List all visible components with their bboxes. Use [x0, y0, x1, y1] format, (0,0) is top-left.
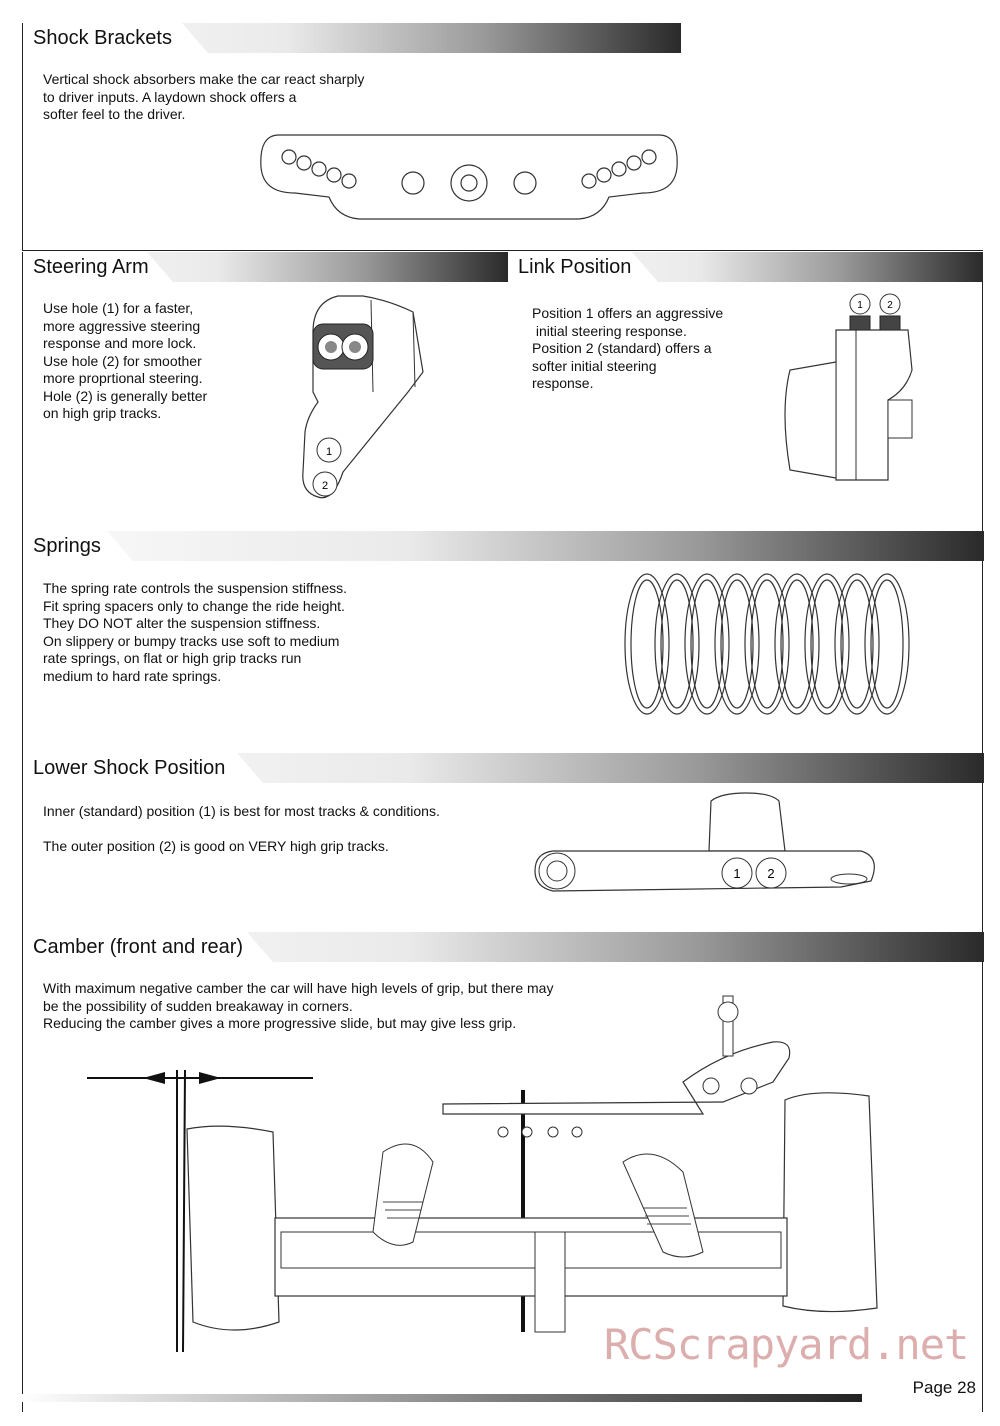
shock-brackets-text: Vertical shock absorbers make the car re…	[43, 71, 364, 124]
springs-header: Springs	[23, 531, 984, 561]
text-line: more aggressive steering	[43, 317, 201, 334]
shock-pos-1-label: 1	[733, 866, 740, 881]
shock-brackets-header: Shock Brackets	[23, 23, 681, 53]
steering-arm-text: Use hole (1) for a faster, more aggressi…	[43, 300, 207, 423]
text-line: be the possibility of sudden breakaway i…	[43, 997, 353, 1014]
text-line: more proprtional steering.	[43, 370, 203, 386]
page-number: Page 28	[912, 1378, 976, 1397]
text-line: Fit spring spacers only to change the ri…	[43, 597, 345, 614]
link-position-title: Link Position	[518, 256, 632, 278]
lower-shock-header: Lower Shock Position	[23, 753, 984, 783]
camber-chassis-diagram	[87, 995, 878, 1353]
lower-shock-text: Inner (standard) position (1) is best fo…	[43, 803, 440, 856]
shock-pos-2-label: 2	[767, 866, 774, 881]
text-line: They DO NOT alter the suspension stiffne…	[43, 615, 321, 631]
text-line: to driver inputs. A laydown shock offers…	[43, 88, 297, 105]
text-line: Position 2 (standard) offers a	[532, 340, 712, 356]
steering-arm-header: Steering Arm	[23, 252, 508, 282]
springs-section: Springs The spring rate controls the sus…	[22, 531, 984, 754]
link-position-text: Position 1 offers an aggressive initial …	[532, 305, 723, 393]
shock-brackets-section: Shock Brackets Vertical shock absorbers …	[22, 23, 983, 251]
pos-1-label: 1	[857, 300, 863, 311]
steering-arm-diagram: 1 2	[302, 295, 424, 499]
text-line: Inner (standard) position (1) is best fo…	[43, 803, 440, 819]
text-line: softer initial steering	[532, 357, 657, 374]
header-tab	[23, 753, 263, 783]
text-line: response and more lock.	[43, 335, 197, 351]
camber-title: Camber (front and rear)	[33, 936, 244, 958]
text-line: on high grip tracks.	[43, 405, 162, 421]
text-line: medium to hard rate springs.	[43, 667, 222, 684]
text-line: Use hole (2) for smoother	[43, 352, 202, 369]
shock-brackets-title: Shock Brackets	[33, 27, 172, 49]
link-position-section: Link Position Position 1 offers an aggre…	[508, 252, 983, 532]
camber-section: Camber (front and rear) With maximum neg…	[22, 932, 984, 1412]
text-line: softer feel to the driver.	[43, 106, 186, 122]
header-tab	[23, 932, 273, 962]
shock-bracket-diagram	[260, 134, 678, 220]
link-position-header: Link Position	[508, 252, 983, 282]
lower-shock-diagram: 1 2	[534, 792, 875, 892]
text-line: Reducing the camber gives a more progres…	[43, 1015, 517, 1031]
springs-title: Springs	[33, 535, 101, 557]
text-line: Use hole (1) for a faster,	[43, 300, 194, 316]
header-band	[23, 531, 984, 561]
springs-text: The spring rate controls the suspension …	[43, 580, 347, 685]
header-tab	[23, 252, 173, 282]
text-line: The spring rate controls the suspension …	[43, 580, 348, 596]
text-line: Hole (2) is generally better	[43, 387, 208, 404]
text-line: Vertical shock absorbers make the car re…	[43, 71, 365, 87]
text-line: rate springs, on flat or high grip track…	[43, 650, 302, 666]
pos-2-label: 2	[887, 300, 893, 311]
link-position-diagram: 1 2	[784, 293, 913, 481]
hole-1-label: 1	[326, 446, 332, 458]
spring-diagram	[624, 573, 910, 715]
text-line: Position 1 offers an aggressive	[532, 305, 724, 321]
watermark: RCScrapyard.net	[604, 1320, 969, 1369]
hole-2-label: 2	[322, 480, 328, 492]
lower-shock-section: Lower Shock Position Inner (standard) po…	[22, 753, 984, 933]
lower-shock-title: Lower Shock Position	[33, 757, 226, 779]
text-line: initial steering response.	[532, 322, 687, 339]
text-line	[43, 821, 440, 839]
camber-header: Camber (front and rear)	[23, 932, 984, 962]
steering-arm-title: Steering Arm	[33, 256, 149, 278]
header-tab	[508, 252, 658, 282]
camber-text: With maximum negative camber the car wil…	[43, 980, 553, 1033]
text-line: response.	[532, 375, 594, 391]
text-line: The outer position (2) is good on VERY h…	[43, 838, 389, 854]
text-line: With maximum negative camber the car wil…	[43, 980, 554, 996]
text-line: On slippery or bumpy tracks use soft to …	[43, 632, 340, 649]
header-tab	[23, 23, 208, 53]
footer-band	[22, 1394, 862, 1402]
steering-arm-section: Steering Arm Use hole (1) for a faster, …	[22, 252, 509, 532]
